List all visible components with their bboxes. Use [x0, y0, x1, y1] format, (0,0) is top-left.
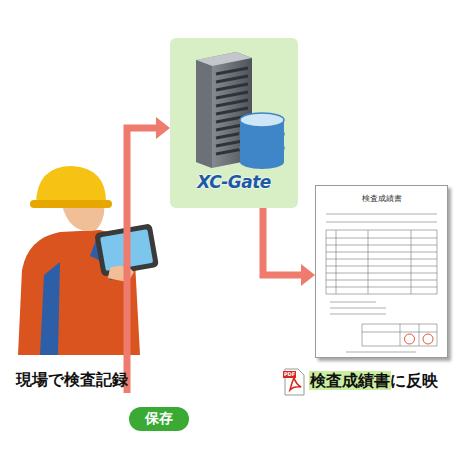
flow-arrow	[263, 208, 315, 286]
pdf-icon: PDF	[283, 368, 305, 396]
pdf-badge-text: PDF	[283, 371, 296, 378]
edge-label-pill: 保存	[129, 407, 189, 431]
report-document: 検査成績書	[315, 185, 448, 358]
server-box: XC-Gate	[170, 38, 298, 208]
caption-text: 検査成績書に反映	[310, 371, 438, 392]
report-table	[316, 186, 447, 357]
flow-arrow	[127, 117, 170, 393]
caption-text: 現場で検査記録	[16, 370, 128, 391]
shirt	[40, 262, 60, 355]
worker-node: 現場で検査記録	[12, 165, 162, 393]
hard-hat	[36, 166, 106, 205]
logo-text: XC-Gate	[170, 172, 298, 192]
document-title: 検査成績書	[316, 194, 447, 204]
hat-brim	[30, 200, 112, 208]
